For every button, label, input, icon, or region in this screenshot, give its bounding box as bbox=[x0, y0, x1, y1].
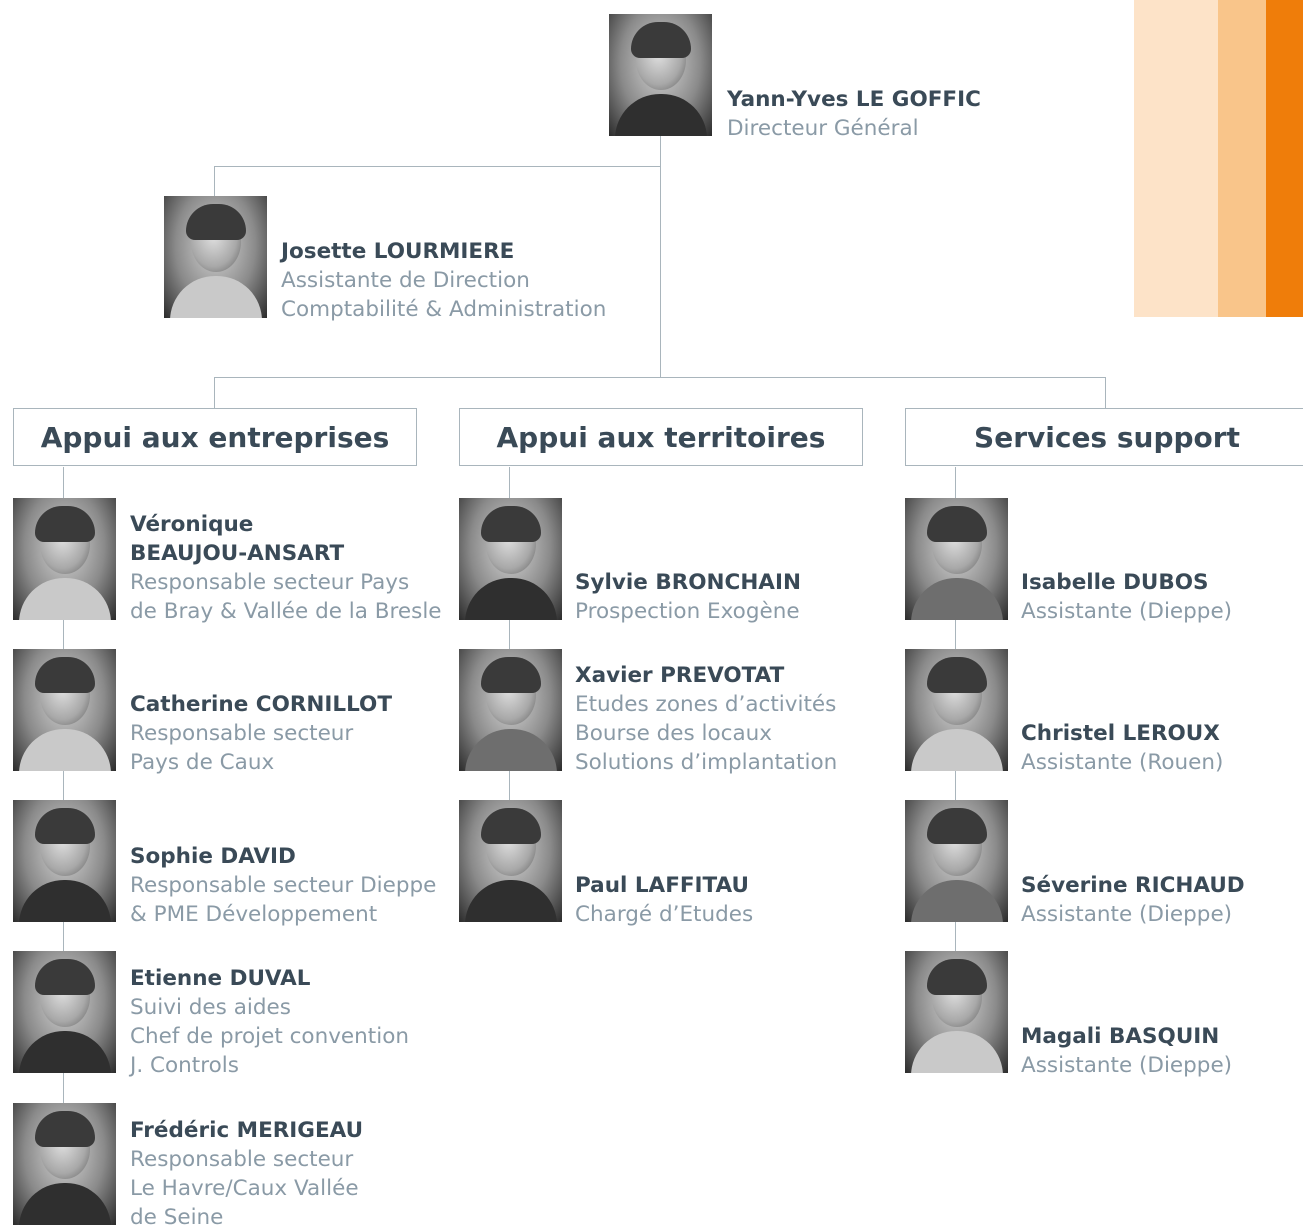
staff-role: Chargé d’Etudes bbox=[575, 902, 754, 927]
staff-role: de Bray & Vallée de la Bresle bbox=[130, 599, 442, 624]
staff-card: Isabelle DUBOS Assistante (Dieppe) bbox=[1021, 568, 1232, 626]
staff-card: Véronique BEAUJOU-ANSART Responsable sec… bbox=[130, 510, 442, 626]
dept-title: Appui aux territoires bbox=[496, 420, 826, 454]
connector-assistant-branch bbox=[214, 166, 661, 167]
staff-name: Isabelle DUBOS bbox=[1021, 570, 1209, 595]
staff-name: Paul LAFFITAU bbox=[575, 873, 749, 898]
staff-card: Frédéric MERIGEAU Responsable secteur Le… bbox=[130, 1116, 363, 1232]
staff-card: Xavier PREVOTAT Etudes zones d’activités… bbox=[575, 661, 837, 777]
staff-photo bbox=[905, 951, 1008, 1073]
staff-role: Responsable secteur bbox=[130, 721, 354, 746]
staff-card: Sylvie BRONCHAIN Prospection Exogène bbox=[575, 568, 801, 626]
dept-box-support: Services support bbox=[905, 408, 1303, 466]
staff-photo bbox=[459, 498, 562, 620]
staff-card: Séverine RICHAUD Assistante (Dieppe) bbox=[1021, 871, 1245, 929]
assistant-name: Josette LOURMIERE bbox=[281, 239, 515, 264]
staff-card: Magali BASQUIN Assistante (Dieppe) bbox=[1021, 1022, 1232, 1080]
staff-name: Catherine CORNILLOT bbox=[130, 692, 392, 717]
staff-name: Frédéric MERIGEAU bbox=[130, 1118, 364, 1143]
assistant-photo bbox=[164, 196, 267, 318]
connector-dept3-drop bbox=[1105, 377, 1106, 408]
staff-role: Assistante (Rouen) bbox=[1021, 750, 1224, 775]
staff-role: Assistante (Dieppe) bbox=[1021, 1053, 1233, 1078]
staff-role: J. Controls bbox=[130, 1053, 239, 1078]
staff-role: Responsable secteur bbox=[130, 1147, 354, 1172]
staff-name: Véronique bbox=[130, 512, 254, 537]
staff-name: Magali BASQUIN bbox=[1021, 1024, 1220, 1049]
dept-title: Appui aux entreprises bbox=[40, 420, 390, 454]
staff-role: & PME Développement bbox=[130, 902, 378, 927]
staff-name: Christel LEROUX bbox=[1021, 721, 1220, 746]
staff-role: Responsable secteur Pays bbox=[130, 570, 410, 595]
staff-role: Etudes zones d’activités bbox=[575, 692, 837, 717]
staff-role: Le Havre/Caux Vallée bbox=[130, 1176, 359, 1201]
staff-card: Christel LEROUX Assistante (Rouen) bbox=[1021, 719, 1223, 777]
connector-col2 bbox=[509, 467, 510, 802]
decor-stripe-mid bbox=[1218, 0, 1266, 317]
staff-role: Chef de projet convention bbox=[130, 1024, 409, 1049]
staff-role: Suivi des aides bbox=[130, 995, 291, 1020]
staff-name: Etienne DUVAL bbox=[130, 966, 311, 991]
staff-photo bbox=[13, 1103, 116, 1225]
connector-dept1-drop bbox=[214, 377, 215, 408]
staff-photo bbox=[13, 800, 116, 922]
staff-role: Bourse des locaux bbox=[575, 721, 773, 746]
staff-name: BEAUJOU-ANSART bbox=[130, 541, 345, 566]
director-role: Directeur Général bbox=[727, 116, 919, 141]
staff-photo bbox=[13, 498, 116, 620]
director-card: Yann-Yves LE GOFFIC Directeur Général bbox=[727, 85, 981, 143]
staff-card: Paul LAFFITAU Chargé d’Etudes bbox=[575, 871, 753, 929]
staff-role: Assistante (Dieppe) bbox=[1021, 599, 1233, 624]
dept-title: Services support bbox=[974, 420, 1240, 454]
dept-box-territoires: Appui aux territoires bbox=[459, 408, 863, 466]
staff-card: Etienne DUVAL Suivi des aides Chef de pr… bbox=[130, 964, 409, 1080]
director-name: Yann-Yves LE GOFFIC bbox=[727, 87, 981, 112]
assistant-card: Josette LOURMIERE Assistante de Directio… bbox=[281, 237, 606, 324]
staff-name: Sylvie BRONCHAIN bbox=[575, 570, 801, 595]
staff-role: Assistante (Dieppe) bbox=[1021, 902, 1233, 927]
staff-photo bbox=[13, 649, 116, 771]
staff-photo bbox=[905, 800, 1008, 922]
staff-photo bbox=[459, 800, 562, 922]
staff-role: de Seine bbox=[130, 1205, 224, 1230]
staff-photo bbox=[459, 649, 562, 771]
assistant-role: Comptabilité & Administration bbox=[281, 297, 607, 322]
staff-role: Solutions d’implantation bbox=[575, 750, 838, 775]
connector-dept-bar bbox=[214, 377, 1106, 378]
assistant-role: Assistante de Direction bbox=[281, 268, 530, 293]
dept-box-entreprises: Appui aux entreprises bbox=[13, 408, 417, 466]
staff-photo bbox=[905, 649, 1008, 771]
staff-photo bbox=[13, 951, 116, 1073]
staff-photo bbox=[905, 498, 1008, 620]
staff-card: Sophie DAVID Responsable secteur Dieppe … bbox=[130, 842, 436, 929]
staff-role: Pays de Caux bbox=[130, 750, 275, 775]
staff-name: Séverine RICHAUD bbox=[1021, 873, 1245, 898]
connector-director-trunk bbox=[660, 135, 661, 378]
connector-assistant-drop bbox=[214, 166, 215, 197]
director-photo bbox=[609, 14, 712, 136]
staff-role: Responsable secteur Dieppe bbox=[130, 873, 437, 898]
decor-stripe-light bbox=[1134, 0, 1218, 317]
staff-name: Sophie DAVID bbox=[130, 844, 296, 869]
connector-col1 bbox=[63, 467, 64, 1107]
staff-card: Catherine CORNILLOT Responsable secteur … bbox=[130, 690, 392, 777]
staff-role: Prospection Exogène bbox=[575, 599, 800, 624]
decor-stripe-dark bbox=[1266, 0, 1303, 317]
staff-name: Xavier PREVOTAT bbox=[575, 663, 785, 688]
